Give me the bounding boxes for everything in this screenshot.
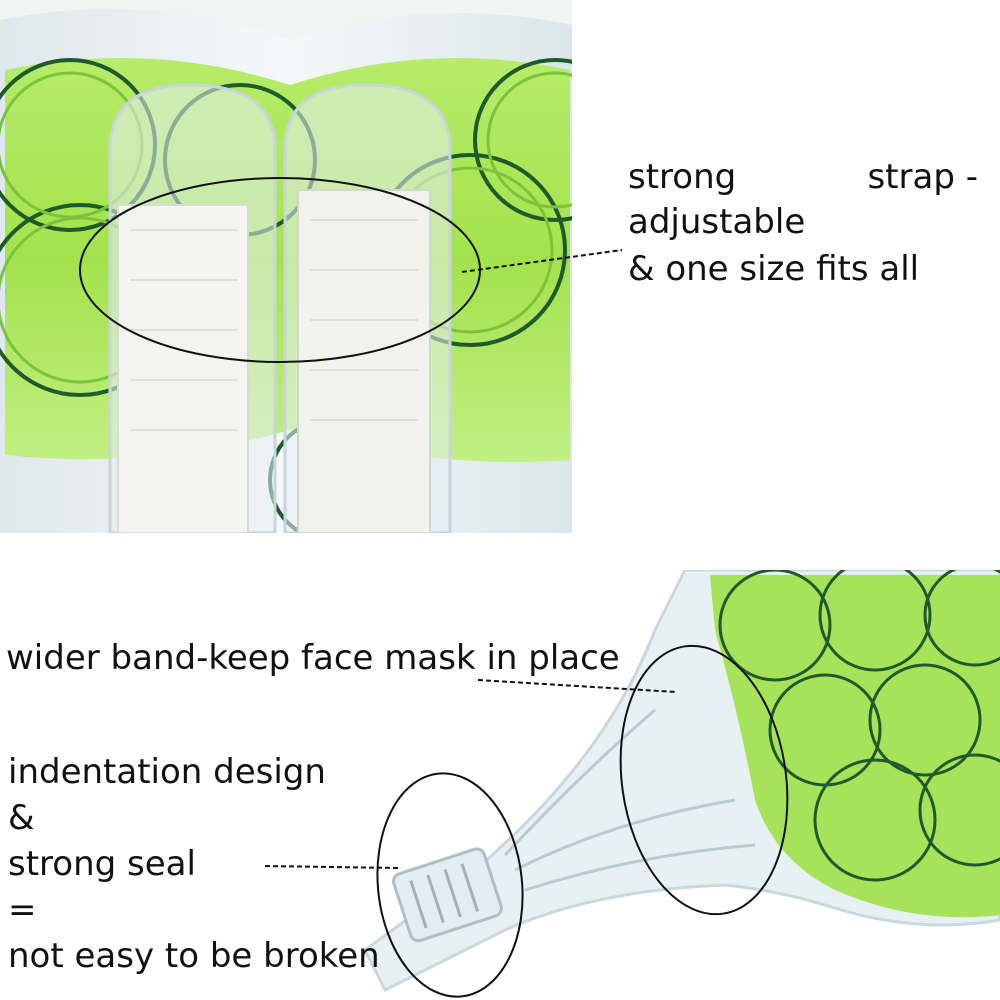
indentation-caption-line-4: = [8, 890, 37, 930]
strap-caption-word-strong: strong [628, 157, 737, 197]
strap-caption-line-3: & one size fits all [628, 249, 920, 289]
photo-strap-closeup [0, 0, 572, 533]
band-closeup-illustration [355, 570, 1000, 1000]
indentation-caption-line-1: indentation design [8, 752, 326, 792]
band-caption: wider band-keep face mask in place [6, 638, 620, 678]
strap-closeup-illustration [0, 0, 572, 533]
strap-caption-word-strap: strap - [867, 157, 978, 197]
indentation-caption-line-5: not easy to be broken [8, 936, 380, 976]
indentation-caption-line-2: & [8, 798, 35, 838]
indentation-caption-line-3: strong seal [8, 844, 196, 884]
strap-caption-line-2: adjustable [628, 202, 806, 242]
photo-band-closeup [355, 570, 1000, 1000]
